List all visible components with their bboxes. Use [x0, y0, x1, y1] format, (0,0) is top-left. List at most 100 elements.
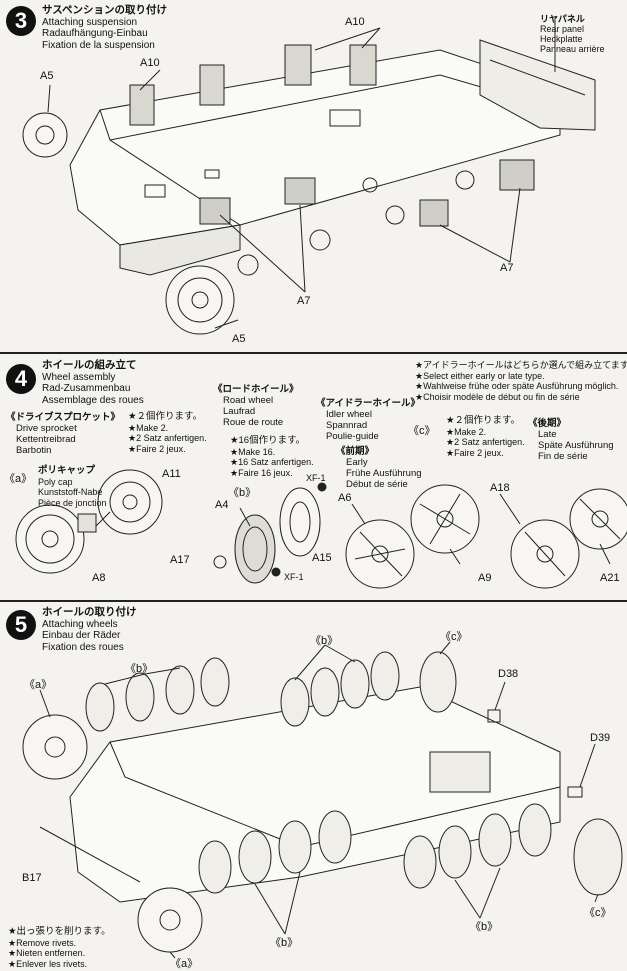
label-xf1-bottom: XF-1 — [284, 572, 304, 582]
make-2-ja: ★２個作ります。 — [128, 411, 203, 422]
tag-b-lower-left: 《b》 — [270, 937, 299, 949]
label-b17: B17 — [22, 872, 42, 884]
idler-wheel-label: 《アイドラーホイール》 Idler wheel Spannrad Poulie-… — [316, 398, 420, 442]
make-2-note-c: ★２個作ります。 ★Make 2. ★2 Satz anfertigen. ★F… — [446, 415, 525, 458]
idler-note-de: ★Wahlweise frühe oder späte Ausführung m… — [415, 381, 619, 391]
tag-c-bottom: 《c》 — [584, 907, 612, 919]
late-label: 《後期》 Late Späte Ausführung Fin de série — [528, 418, 614, 462]
step-title-en: Wheel assembly — [42, 371, 116, 383]
drive-sprocket-fr: Barbotin — [16, 445, 52, 456]
wheel-attachment-diagram — [0, 602, 627, 970]
label-a15: A15 — [312, 552, 332, 564]
label-a8: A8 — [92, 572, 106, 584]
idler-note: ★アイドラーホイールはどちらか選んで組み立てます。 ★Select either… — [415, 360, 627, 402]
polycap-fr: Pièce de jonction — [38, 497, 107, 508]
rear-panel-en: Rear panel — [540, 24, 585, 34]
idler-note-ja: ★アイドラーホイールはどちらか選んで組み立てます。 — [415, 360, 627, 370]
late-ja: 《後期》 — [528, 418, 567, 429]
label-a10-top: A10 — [345, 16, 365, 28]
step-header: ホイールの取り付け Attaching wheels Einbau der Rä… — [42, 606, 137, 653]
label-a5-bottom: A5 — [232, 333, 246, 345]
step-number: 3 — [6, 6, 36, 36]
step-header: ホイールの組み立て Wheel assembly Rad-Zusammenbau… — [42, 359, 144, 406]
make-2-en: ★Make 2. — [128, 422, 169, 433]
step-title-de: Rad-Zusammenbau — [42, 383, 131, 394]
step-title-en: Attaching suspension — [42, 16, 138, 28]
step-3-section: 3 サスペンションの取り付け Attaching suspension Rada… — [0, 0, 627, 352]
tag-a-top: 《a》 — [24, 679, 53, 691]
remove-rivets-fr: ★Enlever les rivets. — [8, 958, 88, 969]
tag-c-top: 《c》 — [440, 631, 468, 643]
divider — [0, 600, 627, 602]
step-title-en: Attaching wheels — [42, 618, 118, 630]
step-title-de: Radaufhängung-Einbau — [42, 28, 148, 39]
label-a21: A21 — [600, 572, 620, 584]
make-2-c-ja: ★２個作ります。 — [446, 415, 521, 426]
polycap-label: ポリキャップ Poly cap Kunststoff-Nabe Pièce de… — [38, 465, 107, 508]
polycap-en: Poly cap — [38, 476, 73, 487]
drive-sprocket-de: Kettentreibrad — [16, 434, 76, 445]
label-a5-top: A5 — [40, 70, 54, 82]
tag-c: 《c》 — [408, 425, 436, 437]
late-fr: Fin de série — [538, 451, 588, 462]
label-a7-right: A7 — [500, 262, 514, 274]
polycap-de: Kunststoff-Nabe — [38, 487, 103, 497]
step-title-ja: ホイールの取り付け — [42, 606, 137, 618]
make-2-fr: ★Faire 2 jeux. — [128, 443, 186, 454]
wheel-assembly-diagram — [0, 354, 627, 600]
tag-b-lower-right: 《b》 — [470, 921, 499, 933]
early-en: Early — [346, 457, 368, 468]
step-number: 5 — [6, 610, 36, 640]
road-wheel-en: Road wheel — [223, 395, 274, 406]
rear-panel-de: Heckplatte — [540, 34, 583, 44]
idler-note-en: ★Select either early or late type. — [415, 370, 545, 381]
idler-wheel-fr: Poulie-guide — [326, 431, 379, 442]
remove-rivets-en: ★Remove rivets. — [8, 937, 77, 948]
tag-a: 《a》 — [4, 473, 33, 485]
label-xf1-top: XF-1 — [306, 473, 326, 483]
label-d39: D39 — [590, 732, 611, 744]
step-4-section: 4 ホイールの組み立て Wheel assembly Rad-Zusammenb… — [0, 354, 627, 600]
step-header: サスペンションの取り付け Attaching suspension Radauf… — [42, 4, 167, 51]
early-ja: 《前期》 — [336, 446, 375, 457]
make-16-de: ★16 Satz anfertigen. — [230, 457, 314, 467]
late-de: Späte Ausführung — [538, 440, 614, 451]
make-2-de: ★2 Satz anfertigen. — [128, 433, 207, 443]
make-2-note-a: ★２個作ります。 ★Make 2. ★2 Satz anfertigen. ★F… — [128, 411, 207, 454]
tag-b-upper-left: 《b》 — [125, 663, 154, 675]
step-title-ja: ホイールの組み立て — [42, 359, 137, 371]
label-d38: D38 — [498, 668, 519, 680]
step-title-fr: Fixation de la suspension — [42, 39, 155, 51]
tag-b-upper-right: 《b》 — [310, 635, 339, 647]
label-a7-bottom: A7 — [297, 295, 311, 307]
label-a4: A4 — [215, 499, 229, 511]
polycap-ja: ポリキャップ — [38, 465, 96, 476]
tag-a-bottom: 《a》 — [170, 958, 199, 970]
make-2-c-fr: ★Faire 2 jeux. — [446, 447, 504, 458]
make-16-fr: ★Faire 16 jeux. — [230, 467, 293, 478]
early-fr: Début de série — [346, 479, 408, 490]
road-wheel-ja: 《ロードホイール》 — [213, 384, 299, 395]
step-title-fr: Fixation des roues — [42, 641, 124, 653]
rear-panel-ja: リヤパネル — [540, 14, 585, 24]
label-a17: A17 — [170, 554, 190, 566]
road-wheel-label: 《ロードホイール》 Road wheel Laufrad Roue de rou… — [213, 384, 299, 428]
late-en: Late — [538, 429, 557, 440]
label-a18: A18 — [490, 482, 510, 494]
idler-wheel-ja: 《アイドラーホイール》 — [316, 398, 421, 409]
rear-panel-label: リヤパネル Rear panel Heckplatte Panneau arri… — [540, 14, 605, 54]
early-label: 《前期》 Early Frühe Ausführung Début de sér… — [336, 446, 422, 490]
idler-note-fr: ★Choisir modèle de début ou fin de série — [415, 391, 580, 402]
drive-sprocket-ja: 《ドライブスプロケット》 — [6, 412, 121, 423]
road-wheel-fr: Roue de route — [223, 417, 284, 428]
tag-b: 《b》 — [228, 487, 257, 499]
step-number: 4 — [6, 364, 36, 394]
make-2-c-en: ★Make 2. — [446, 426, 487, 437]
label-a6: A6 — [338, 492, 352, 504]
road-wheel-de: Laufrad — [223, 406, 256, 417]
make-2-c-de: ★2 Satz anfertigen. — [446, 437, 525, 447]
drive-sprocket-label: 《ドライブスプロケット》 Drive sprocket Kettentreibr… — [6, 412, 120, 456]
make-16-note: ★16個作ります。 ★Make 16. ★16 Satz anfertigen.… — [230, 435, 314, 478]
make-16-ja: ★16個作ります。 — [230, 435, 306, 446]
label-a10-left: A10 — [140, 57, 160, 69]
